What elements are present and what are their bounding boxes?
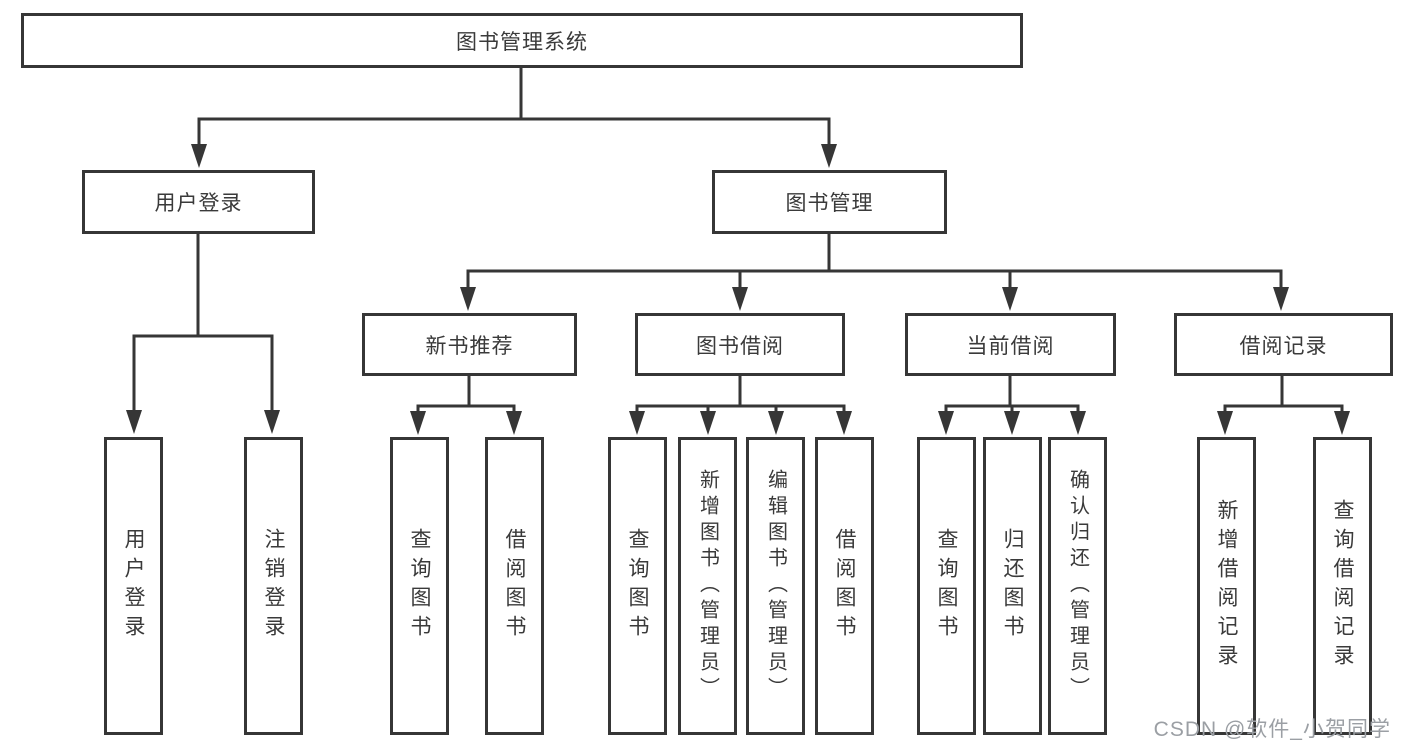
node-current-borrowing-label: 当前借阅	[966, 334, 1055, 358]
leaf-add-books-admin: 新增图书（管理员）	[678, 437, 737, 735]
leaf-return-books-label: 归还图书	[1001, 528, 1024, 644]
leaf-add-books-admin-label: 新增图书（管理员）	[696, 469, 719, 703]
node-library-system: 图书管理系统	[21, 13, 1023, 68]
leaf-confirm-return-admin-label: 确认归还（管理员）	[1066, 469, 1089, 703]
node-current-borrowing: 当前借阅	[905, 313, 1116, 376]
leaf-user-login-label: 用户登录	[122, 528, 145, 644]
node-book-borrowing: 图书借阅	[635, 313, 845, 376]
leaf-borrow-books-borrowing-label: 借阅图书	[833, 528, 856, 644]
node-user-login-label: 用户登录	[154, 192, 243, 215]
leaf-add-borrow-record: 新增借阅记录	[1197, 437, 1256, 735]
connector-root-split	[197, 66, 831, 150]
arrow-icon	[1334, 411, 1350, 435]
leaf-borrow-books-recommend-label: 借阅图书	[503, 528, 526, 644]
arrow-icon	[700, 411, 716, 435]
node-borrowing-records-label: 借阅记录	[1239, 334, 1328, 358]
connector-book-mgmt-split	[466, 232, 1283, 293]
leaf-user-login: 用户登录	[104, 437, 163, 735]
node-borrowing-records: 借阅记录	[1174, 313, 1393, 376]
arrow-icon	[629, 411, 645, 435]
node-book-management: 图书管理	[712, 170, 947, 234]
connector-borrow-record-split	[1223, 374, 1344, 417]
leaf-borrow-books-recommend: 借阅图书	[485, 437, 544, 735]
arrow-icon	[938, 411, 954, 435]
arrow-icon	[1273, 287, 1289, 311]
arrow-icon	[821, 144, 837, 168]
node-new-book-recommendation: 新书推荐	[362, 313, 577, 376]
leaf-query-books-borrowing: 查询图书	[608, 437, 667, 735]
arrow-icon	[1002, 287, 1018, 311]
arrow-icon	[836, 411, 852, 435]
leaf-query-books-recommend: 查询图书	[390, 437, 449, 735]
leaf-add-borrow-record-label: 新增借阅记录	[1215, 499, 1238, 673]
leaf-query-books-current: 查询图书	[917, 437, 976, 735]
node-book-management-label: 图书管理	[785, 192, 874, 215]
connector-user-login-split	[132, 232, 274, 416]
leaf-logout-label: 注销登录	[262, 528, 285, 644]
leaf-edit-books-admin-label: 编辑图书（管理员）	[764, 469, 787, 703]
leaf-edit-books-admin: 编辑图书（管理员）	[746, 437, 805, 735]
leaf-borrow-books-borrowing: 借阅图书	[815, 437, 874, 735]
leaf-logout: 注销登录	[244, 437, 303, 735]
leaf-return-books: 归还图书	[983, 437, 1042, 735]
node-new-book-recommendation-label: 新书推荐	[425, 334, 514, 358]
arrow-icon	[732, 287, 748, 311]
arrowheads	[126, 144, 1350, 435]
leaf-query-books-borrowing-label: 查询图书	[626, 528, 649, 644]
arrow-icon	[1217, 411, 1233, 435]
connector-book-borrow-split	[635, 374, 846, 417]
connector-new-book-split	[416, 374, 516, 417]
arrow-icon	[1070, 411, 1086, 435]
node-user-login: 用户登录	[82, 170, 315, 234]
arrow-icon	[1004, 411, 1020, 435]
arrow-icon	[768, 411, 784, 435]
leaf-query-borrow-record-label: 查询借阅记录	[1331, 499, 1354, 673]
arrow-icon	[506, 411, 522, 435]
csdn-watermark: CSDN @软件_小贺同学	[1153, 718, 1391, 741]
connector-current-borrow-split	[944, 374, 1080, 417]
arrow-icon	[126, 410, 142, 434]
node-library-system-label: 图书管理系统	[456, 30, 588, 54]
arrow-icon	[264, 410, 280, 434]
leaf-query-borrow-record: 查询借阅记录	[1313, 437, 1372, 735]
arrow-icon	[191, 144, 207, 168]
arrow-icon	[460, 287, 476, 311]
arrow-icon	[410, 411, 426, 435]
leaf-query-books-current-label: 查询图书	[935, 528, 958, 644]
node-book-borrowing-label: 图书借阅	[696, 334, 784, 358]
leaf-confirm-return-admin: 确认归还（管理员）	[1048, 437, 1107, 735]
leaf-query-books-recommend-label: 查询图书	[408, 528, 431, 644]
